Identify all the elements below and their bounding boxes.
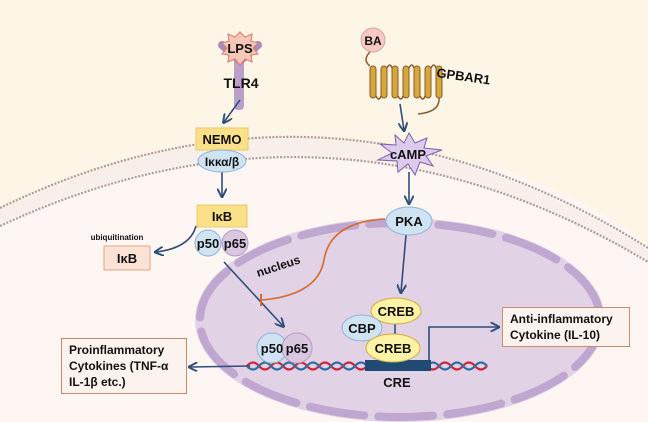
extracellular-space — [0, 0, 648, 245]
degraded-ikb-label: IκB — [117, 251, 137, 266]
cbp-oval — [341, 314, 383, 342]
gpbar1-label: GPBAR1 — [436, 65, 492, 87]
anti-inflammatory-line-1: Anti-inflammatory — [510, 312, 613, 326]
ikk-label: Iκκα/β — [205, 155, 239, 169]
ikb-box — [196, 204, 248, 228]
proinflammatory-cytokines-box: Proinflammatory Cytokines (TNF-α IL-1β e… — [61, 338, 187, 394]
lps-starburst-icon — [221, 31, 259, 66]
cbp-label: CBP — [348, 321, 376, 336]
p50-cytoplasm-label: p50 — [197, 236, 219, 251]
p65-nuclear-label: p65 — [286, 341, 308, 356]
arrow-to-anti-inflammatory — [428, 327, 498, 361]
pka-label: PKA — [395, 214, 423, 229]
p50-nuclear-label: p50 — [261, 341, 283, 356]
cre-element — [365, 360, 431, 371]
membrane-outer-leaflet — [0, 135, 648, 249]
proinflammatory-line-2: Cytokines (TNF-α — [69, 359, 169, 373]
gpbar1-receptor — [360, 27, 443, 115]
pka-oval — [385, 206, 433, 236]
arrow-to-proinflammatory — [190, 366, 251, 367]
proinflammatory-line-1: Proinflammatory — [69, 343, 165, 357]
ubiquitination-label: ubiquitination — [91, 233, 144, 242]
membrane-inner-leaflet — [0, 155, 648, 263]
camp-label: cAMP — [390, 147, 426, 162]
tlr4-label: TLR4 — [224, 75, 259, 91]
p65-cytoplasm-label: p65 — [224, 236, 246, 251]
creb-label: CREB — [378, 304, 415, 319]
creb-oval — [370, 297, 422, 325]
arrow-nfkb-to-nucleus — [223, 261, 283, 326]
bound-creb-oval — [365, 333, 421, 363]
ba-label: BA — [364, 34, 382, 48]
p65-cytoplasm — [221, 229, 249, 257]
inhibition-line — [261, 218, 386, 301]
ikb-label: IκB — [212, 209, 232, 224]
anti-inflammatory-line-2: Cytokine (IL-10) — [510, 328, 601, 342]
p50-cytoplasm — [194, 229, 222, 257]
ikk-oval — [197, 149, 247, 173]
nemo-label: NEMO — [203, 132, 242, 147]
lps-label: LPS — [227, 41, 253, 56]
p65-nuclear — [281, 332, 313, 364]
proinflammatory-line-3: IL-1β etc.) — [69, 375, 126, 389]
bound-creb-label: CREB — [375, 341, 412, 356]
arrow-tlr4-to-nemo — [224, 99, 241, 122]
cre-label: CRE — [383, 375, 411, 390]
arrow-pka-to-creb — [401, 234, 407, 292]
arrow-gpbar1-to-camp — [400, 103, 404, 130]
camp-starburst-icon — [376, 131, 443, 177]
anti-inflammatory-cytokine-box: Anti-inflammatory Cytokine (IL-10) — [502, 307, 630, 347]
arrow-ubiquitination — [156, 225, 197, 252]
degraded-ikb-box — [103, 245, 151, 271]
